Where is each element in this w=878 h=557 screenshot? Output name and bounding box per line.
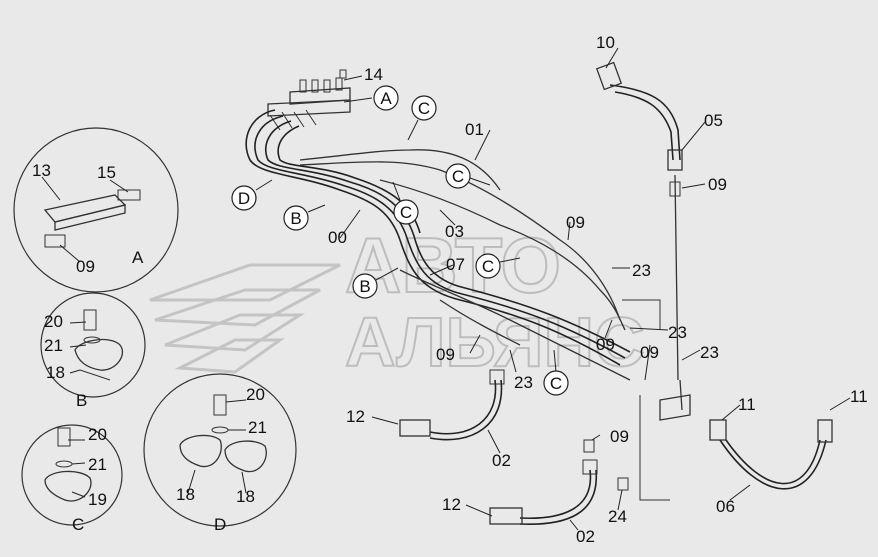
label-02-b: 02 — [576, 527, 595, 546]
svg-text:C: C — [400, 203, 412, 222]
hose-02-upper — [399, 369, 505, 441]
detail-view-b — [40, 292, 146, 398]
callout-c1: C — [407, 95, 437, 141]
svg-text:C: C — [418, 99, 430, 118]
detail-view-c — [21, 424, 123, 526]
label-03: 03 — [445, 222, 464, 241]
watermark-logo — [149, 263, 341, 374]
label-06: 06 — [716, 497, 735, 516]
svg-text:C: C — [482, 257, 494, 276]
svg-text:D: D — [238, 189, 250, 208]
label-10: 10 — [596, 33, 615, 52]
svg-text:B: B — [290, 209, 301, 228]
label-11-b: 11 — [850, 387, 868, 406]
part-number-labels: 14 10 05 09 01 03 00 07 09 23 23 23 09 0… — [32, 33, 868, 546]
callout-c5: C — [543, 349, 569, 396]
hose-05 — [595, 61, 683, 197]
detail-view-d — [143, 373, 297, 527]
label-09-d: 09 — [640, 343, 659, 362]
valve-block — [617, 299, 691, 501]
svg-text:B: B — [359, 277, 370, 296]
callout-b2: B — [352, 267, 399, 299]
detail-letter-c: C — [72, 515, 84, 534]
callout-c2: C — [445, 163, 491, 189]
label-09-e: 09 — [436, 345, 455, 364]
label-09-b: 09 — [566, 213, 585, 232]
callout-markers: A C C D C B C — [231, 85, 569, 396]
manifold-assembly — [267, 69, 351, 131]
leader-lines — [41, 47, 851, 531]
label-07: 07 — [446, 255, 465, 274]
label-09-f: 09 — [610, 427, 629, 446]
hose-06 — [709, 419, 833, 490]
label-09-g: 09 — [76, 257, 95, 276]
label-18-b: 18 — [176, 485, 195, 504]
label-21-c: 21 — [248, 418, 267, 437]
detail-letter-d: D — [214, 515, 226, 534]
label-19: 19 — [88, 490, 107, 509]
watermark-line1: АВТО — [345, 221, 561, 309]
label-02-a: 02 — [492, 451, 511, 470]
label-18-a: 18 — [46, 363, 65, 382]
callout-a: A — [343, 85, 399, 111]
label-11-a: 11 — [738, 395, 756, 414]
label-20-b: 20 — [88, 425, 107, 444]
svg-text:A: A — [380, 89, 392, 108]
detail-letter-a: A — [132, 248, 144, 267]
label-01: 01 — [465, 120, 484, 139]
label-21-b: 21 — [88, 455, 107, 474]
label-05: 05 — [704, 111, 723, 130]
label-12-a: 12 — [346, 407, 365, 426]
callout-c4: C — [475, 253, 521, 279]
label-13: 13 — [32, 161, 51, 180]
label-09-a: 09 — [708, 175, 727, 194]
label-12-b: 12 — [442, 495, 461, 514]
label-23-b: 23 — [668, 323, 687, 342]
label-23-c: 23 — [700, 343, 719, 362]
label-23-a: 23 — [632, 261, 651, 280]
watermark: АВТО АЛЬЯНС — [149, 220, 646, 382]
detail-view-letters: A B C D — [72, 248, 226, 534]
detail-view-a — [13, 127, 179, 293]
label-24: 24 — [608, 507, 627, 526]
svg-text:C: C — [452, 167, 464, 186]
label-20-c: 20 — [246, 385, 265, 404]
callout-c3: C — [392, 181, 419, 225]
detail-letter-b: B — [76, 391, 87, 410]
label-21-a: 21 — [44, 336, 63, 355]
callout-b1: B — [283, 204, 326, 231]
label-23-d: 23 — [514, 373, 533, 392]
label-18-c: 18 — [236, 487, 255, 506]
hose-02-lower — [489, 439, 598, 526]
callout-d: D — [231, 179, 273, 211]
label-00: 00 — [328, 228, 347, 247]
label-15: 15 — [97, 163, 116, 182]
label-14: 14 — [364, 65, 383, 84]
label-20-a: 20 — [44, 312, 63, 331]
svg-text:C: C — [550, 374, 562, 393]
label-09-c: 09 — [596, 335, 615, 354]
